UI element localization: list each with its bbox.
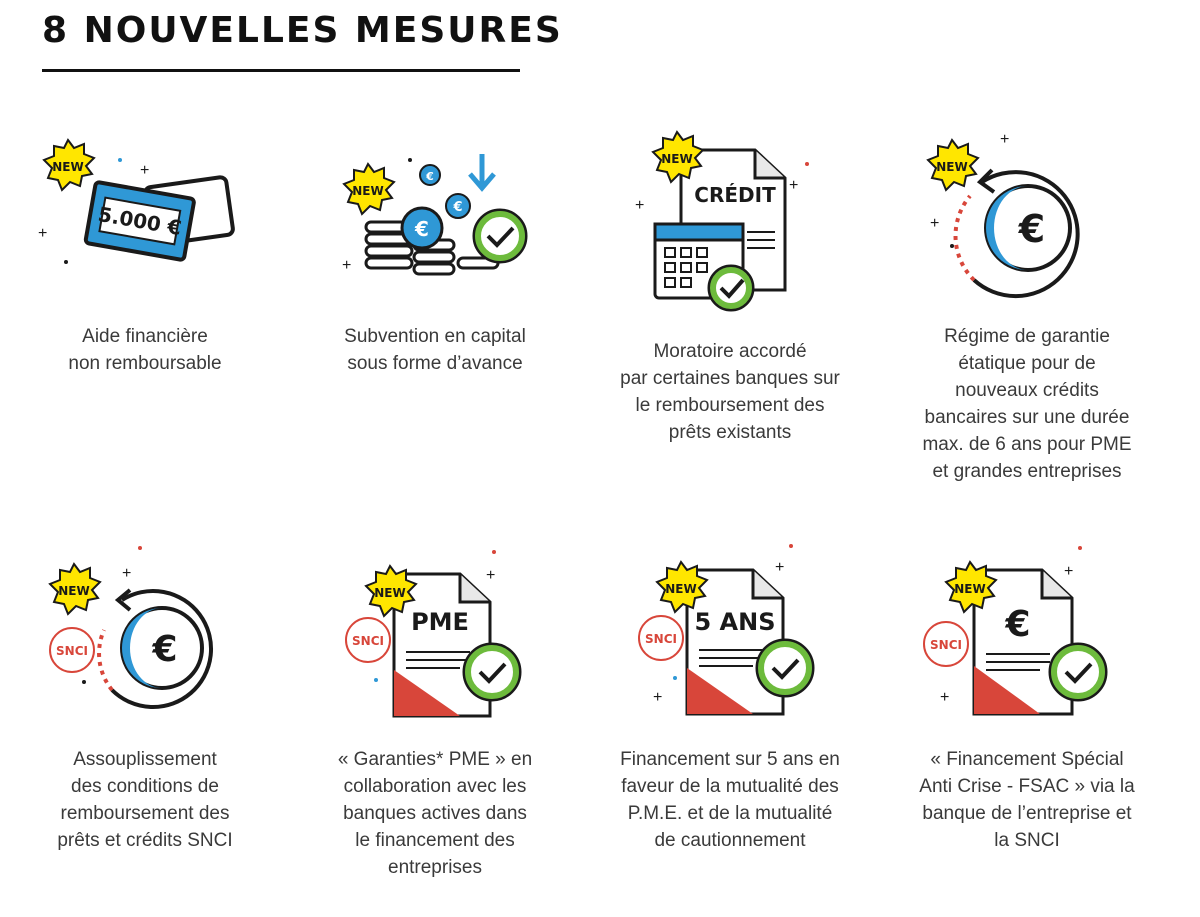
svg-text:+: + [38,225,47,242]
snci-label: SNCI [352,634,384,648]
measure-card-2: € € € NEW + Subvention en capital sous f… [290,120,580,390]
document-title: CRÉDIT [694,183,776,207]
snci-label: SNCI [56,644,88,658]
measure-card-8: SNCI € NEW + + « Financement Spécial Ant… [882,540,1172,870]
new-badge: NEW [936,160,967,174]
svg-text:+: + [486,567,495,584]
svg-text:+: + [789,177,798,194]
svg-text:+: + [930,215,939,232]
coins-icon: € € € NEW + [342,154,528,276]
new-badge: NEW [661,152,692,166]
svg-text:+: + [140,162,149,179]
document-title: € [1004,604,1030,645]
measure-card-3: CRÉDIT NEW + + Moratoire accordé par cer… [585,120,875,450]
credit-calendar-icon: CRÉDIT NEW + + [635,130,809,312]
document-title: PME [411,608,469,636]
svg-text:+: + [1000,131,1009,148]
euro-document-icon: SNCI € NEW + + [923,546,1108,716]
snci-label: SNCI [645,632,677,646]
pme-document-icon: SNCI PME NEW + [345,550,522,718]
svg-text:€: € [425,170,434,183]
measure-card-4: € NEW + + Régime de garantie étatique po… [882,120,1172,500]
five-years-document-icon: SNCI 5 ANS NEW + + [638,544,815,716]
measure-caption: Financement sur 5 ans en faveur de la mu… [620,749,840,851]
measure-caption: Subvention en capital sous forme d’avanc… [344,326,526,374]
svg-text:+: + [1064,563,1073,580]
measure-caption: Assouplissement des conditions de rembou… [57,749,233,851]
svg-text:+: + [635,197,644,214]
measure-caption: Moratoire accordé par certaines banques … [620,341,840,443]
new-badge: NEW [665,582,696,596]
svg-text:+: + [122,565,131,582]
svg-text:+: + [653,689,662,706]
snci-label: SNCI [930,638,962,652]
measure-card-7: SNCI 5 ANS NEW + + Financement sur 5 ans… [585,540,875,870]
measure-caption: Régime de garantie étatique pour de nouv… [922,326,1132,482]
svg-text:€: € [1018,207,1045,251]
svg-text:+: + [940,689,949,706]
svg-text:+: + [342,257,351,274]
page-title: 8 NOUVELLES MESURES [42,10,563,51]
document-title: 5 ANS [695,608,776,636]
svg-text:€: € [452,200,462,215]
new-badge: NEW [352,184,383,198]
svg-text:€: € [151,629,177,670]
snci-euro-circle-icon: € SNCI NEW + [48,546,214,709]
measure-caption: Aide financière non remboursable [68,326,222,374]
euro-circle-icon: € NEW + + [926,131,1080,299]
banknote-icon: 5.000 € NEW + + [38,138,235,264]
new-badge: NEW [374,586,405,600]
svg-text:+: + [775,559,784,576]
measure-card-6: SNCI PME NEW + « Garanties* PME » en col… [290,540,580,900]
svg-text:€: € [414,217,429,241]
new-badge: NEW [52,160,83,174]
measure-card-5: € SNCI NEW + Assouplissement des conditi… [0,540,290,870]
measure-card-1: 5.000 € NEW + + Aide financière non remb… [0,120,290,390]
measure-caption: « Garanties* PME » en collaboration avec… [337,749,533,878]
measure-caption: « Financement Spécial Anti Crise - FSAC … [919,749,1135,851]
new-badge: NEW [58,584,89,598]
new-badge: NEW [954,582,985,596]
title-underline [42,69,520,72]
